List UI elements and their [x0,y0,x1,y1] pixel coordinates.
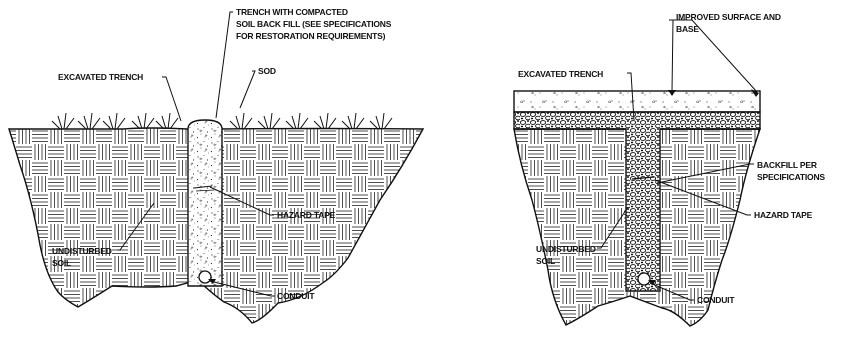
left-leader-lines [117,11,275,297]
right-surface-arrow-1 [668,90,676,96]
right-hazard-tape [631,176,655,180]
right-hazard-tape-label: HAZARD TAPE [754,210,813,220]
left-conduit-arrow [208,279,216,284]
left-conduit [198,270,212,284]
left-undisturbed-label-line2: SOIL [52,258,71,268]
right-trench-detail: IMPROVED SURFACE AND BASE EXCAVATED TREN… [513,12,826,327]
right-leader-lines [597,19,758,301]
right-undisturbed-label-line1: UNDISTURBED [536,244,596,254]
left-trench-detail: TRENCH WITH COMPACTED SOIL BACK FILL (SE… [8,7,425,324]
left-sod-grass [51,112,393,130]
right-surface-arrow-2 [751,89,759,97]
right-conduit [637,272,651,286]
right-undisturbed-label-line2: SOIL [536,256,555,266]
right-backfill-label-line2: SPECIFICATIONS [757,172,825,182]
left-trench-backfill [187,119,223,287]
right-improved-surface-label-line2: BASE [676,24,699,34]
left-hazard-tape-label: HAZARD TAPE [277,210,336,220]
right-improved-surface [513,90,761,113]
right-conduit-label: CONDUIT [697,295,735,305]
left-trench-label-line2: SOIL BACK FILL (SEE SPECIFICATIONS [236,19,392,29]
left-hazard-tape [193,185,215,192]
left-conduit-label: CONDUIT [277,291,315,301]
right-conduit-arrow [648,280,656,285]
right-excavated-trench-label: EXCAVATED TRENCH [518,69,603,79]
right-improved-surface-label-line1: IMPROVED SURFACE AND [676,12,781,22]
left-excavated-trench-label: EXCAVATED TRENCH [58,72,143,82]
right-backfill-label-line1: BACKFILL PER [757,160,817,170]
left-trench-label-line3: FOR RESTORATION REQUIREMENTS) [236,31,386,41]
left-undisturbed-label-line1: UNDISTURBED [52,246,112,256]
left-sod-label: SOD [258,66,276,76]
left-trench-label-line1: TRENCH WITH COMPACTED [236,7,348,17]
